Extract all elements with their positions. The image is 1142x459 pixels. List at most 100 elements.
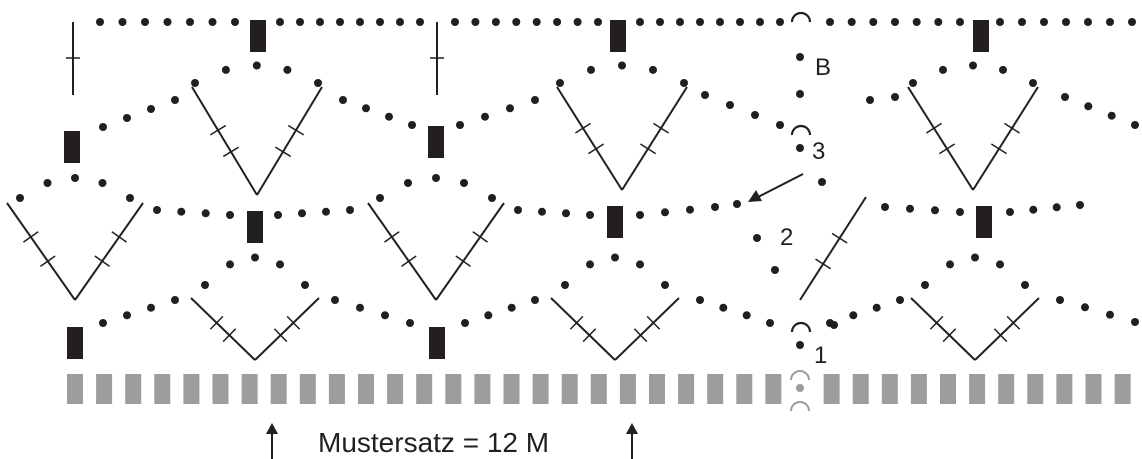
chain-dot [274, 211, 282, 219]
slip-stitch [247, 211, 263, 243]
treble-crossbar [273, 328, 288, 343]
chain-dot [796, 90, 804, 98]
chain-dot [771, 266, 779, 274]
chain-dot [126, 194, 134, 202]
foundation-chain [590, 374, 607, 404]
treble-stem [910, 297, 976, 361]
chain-dot [830, 321, 838, 329]
chain-dot [716, 18, 724, 26]
slip-stitch [428, 126, 444, 158]
stitch-lines [6, 22, 1040, 361]
chain-dot [316, 18, 324, 26]
treble-crossbar [639, 143, 657, 155]
treble-crossbar [633, 328, 648, 343]
repeat-arrow-left [266, 423, 278, 459]
chain-dot [1006, 208, 1014, 216]
foundation-chain [736, 374, 753, 404]
chain-dot [1106, 310, 1114, 319]
chain-dot [869, 18, 878, 26]
slip-stitch [973, 20, 989, 52]
foundation-turning-arc [790, 370, 810, 381]
chain-dot [208, 18, 217, 26]
chain-dot [726, 101, 734, 109]
chain-dot [818, 178, 826, 186]
treble-crossbar [938, 143, 956, 155]
chain-dot [276, 18, 284, 26]
treble-crossbar [582, 328, 597, 343]
treble-crossbar [39, 255, 56, 267]
chain-dot [362, 104, 370, 113]
chain-dot [751, 111, 759, 119]
chain-dot [676, 18, 684, 26]
treble-crossbar [942, 328, 957, 343]
chain-dot [971, 253, 979, 262]
chain-dot [171, 96, 179, 104]
chain-dot [531, 96, 539, 104]
chain-dot [406, 319, 414, 327]
foundation-chain [270, 374, 287, 404]
chain-dot [1131, 318, 1139, 326]
chain-dot [99, 319, 107, 327]
row-label-2: 2 [780, 224, 793, 251]
treble-crossbar [286, 315, 301, 330]
chain-dot [661, 281, 669, 289]
slip-stitch [429, 327, 445, 359]
chain-dot [296, 18, 304, 26]
chain-dot [514, 206, 522, 214]
treble-stem [550, 297, 616, 361]
treble-crossbar [646, 315, 661, 330]
chain-dot [766, 319, 774, 327]
treble-stem [972, 86, 1039, 191]
treble-crossbar [569, 315, 584, 330]
treble-crossbar [383, 231, 400, 243]
chain-dot [356, 303, 364, 312]
chain-dots [16, 18, 1139, 349]
chain-dot [346, 206, 354, 214]
chain-dot [1056, 296, 1064, 304]
chain-dot [866, 96, 874, 104]
treble-crossbar [831, 232, 848, 244]
chain-dot [98, 179, 107, 187]
chain-dot [488, 194, 496, 202]
chain-dot [201, 281, 209, 289]
chain-dot [939, 65, 947, 74]
treble-stem [907, 86, 974, 191]
treble-crossbar [222, 328, 237, 343]
chain-dot [491, 18, 500, 26]
chain-dot [1081, 303, 1089, 312]
chain-dot [1107, 111, 1116, 120]
chain-dot [701, 91, 709, 99]
chain-dot [336, 18, 344, 26]
treble-crossbar [815, 258, 832, 270]
foundation-chain [765, 374, 782, 404]
chain-dot [356, 18, 364, 26]
chain-dot [252, 61, 261, 70]
chain-dot [636, 18, 644, 26]
treble-crossbar [22, 231, 39, 243]
chain-dot [999, 65, 1007, 74]
foundation-chain [969, 374, 986, 404]
turning-chain [790, 321, 812, 333]
chain-dot [649, 65, 657, 74]
treble-stem [435, 202, 505, 301]
pattern-repeat-label: Mustersatz = 12 M [318, 427, 549, 458]
chain-dot [331, 296, 339, 304]
foundation-chain [387, 374, 404, 404]
chain-dot [507, 303, 516, 312]
slip-stitch [607, 206, 623, 238]
turning-chain [790, 124, 812, 136]
chain-dot [946, 260, 954, 269]
chain-dot [221, 65, 230, 74]
chain-dot [385, 112, 393, 121]
chain-dot [298, 209, 306, 218]
chain-dot [796, 144, 804, 152]
treble-crossbar [274, 146, 292, 158]
chain-dot [872, 303, 881, 312]
slip-stitch [976, 206, 992, 238]
chain-dot [1131, 121, 1139, 129]
foundation-chain [416, 374, 433, 404]
chain-dot [314, 79, 322, 87]
chain-dot [532, 18, 541, 26]
chain-dot [733, 200, 741, 208]
chain-dot [553, 18, 562, 26]
